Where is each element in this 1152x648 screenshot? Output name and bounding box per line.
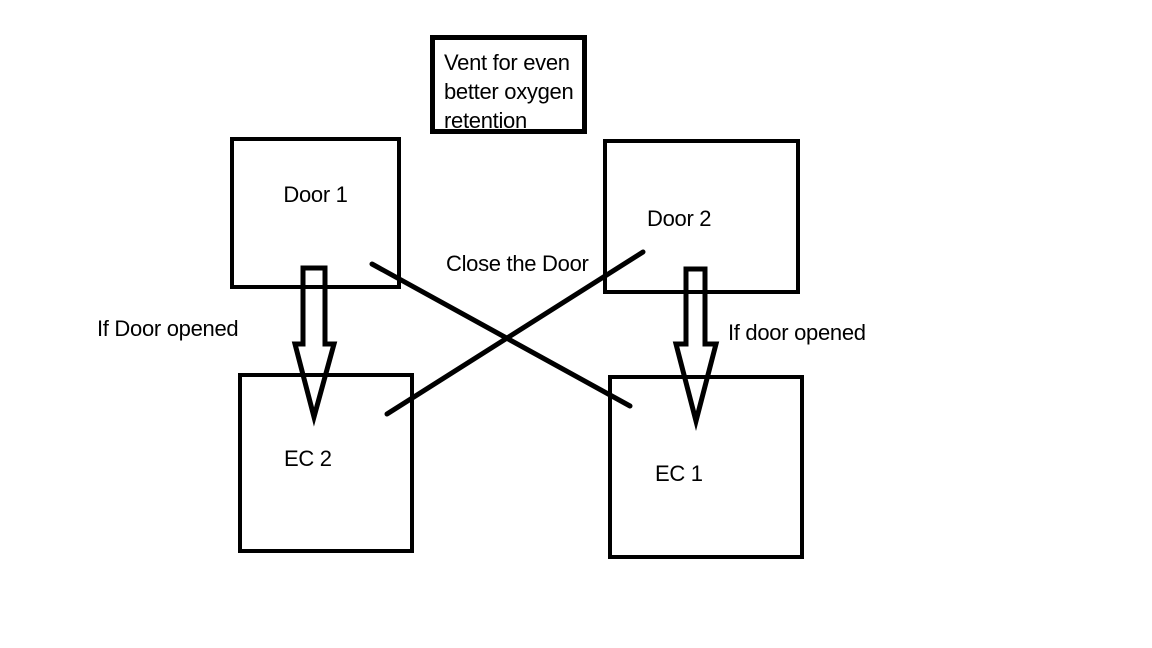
annotation-close-the-door: Close the Door (446, 251, 589, 276)
node-ec-1: EC 1 (608, 375, 804, 559)
node-vent-label: Vent for even better oxygen retention (444, 48, 574, 135)
annotation-if-door-opened-right: If door opened (728, 320, 866, 345)
node-door-2-label: Door 2 (647, 206, 712, 231)
node-ec-2-label: EC 2 (284, 446, 332, 471)
node-door-1: Door 1 (230, 137, 401, 289)
node-ec-2: EC 2 (238, 373, 414, 553)
node-door-1-label: Door 1 (283, 182, 348, 207)
vent-line-2: better oxygen (444, 79, 574, 104)
vent-line-3: retention (444, 108, 527, 133)
node-door-2: Door 2 (603, 139, 800, 294)
vent-line-1: Vent for even (444, 50, 570, 75)
node-vent: Vent for even better oxygen retention (430, 35, 587, 134)
annotation-if-door-opened-left: If Door opened (97, 316, 239, 341)
node-ec-1-label: EC 1 (655, 461, 703, 486)
